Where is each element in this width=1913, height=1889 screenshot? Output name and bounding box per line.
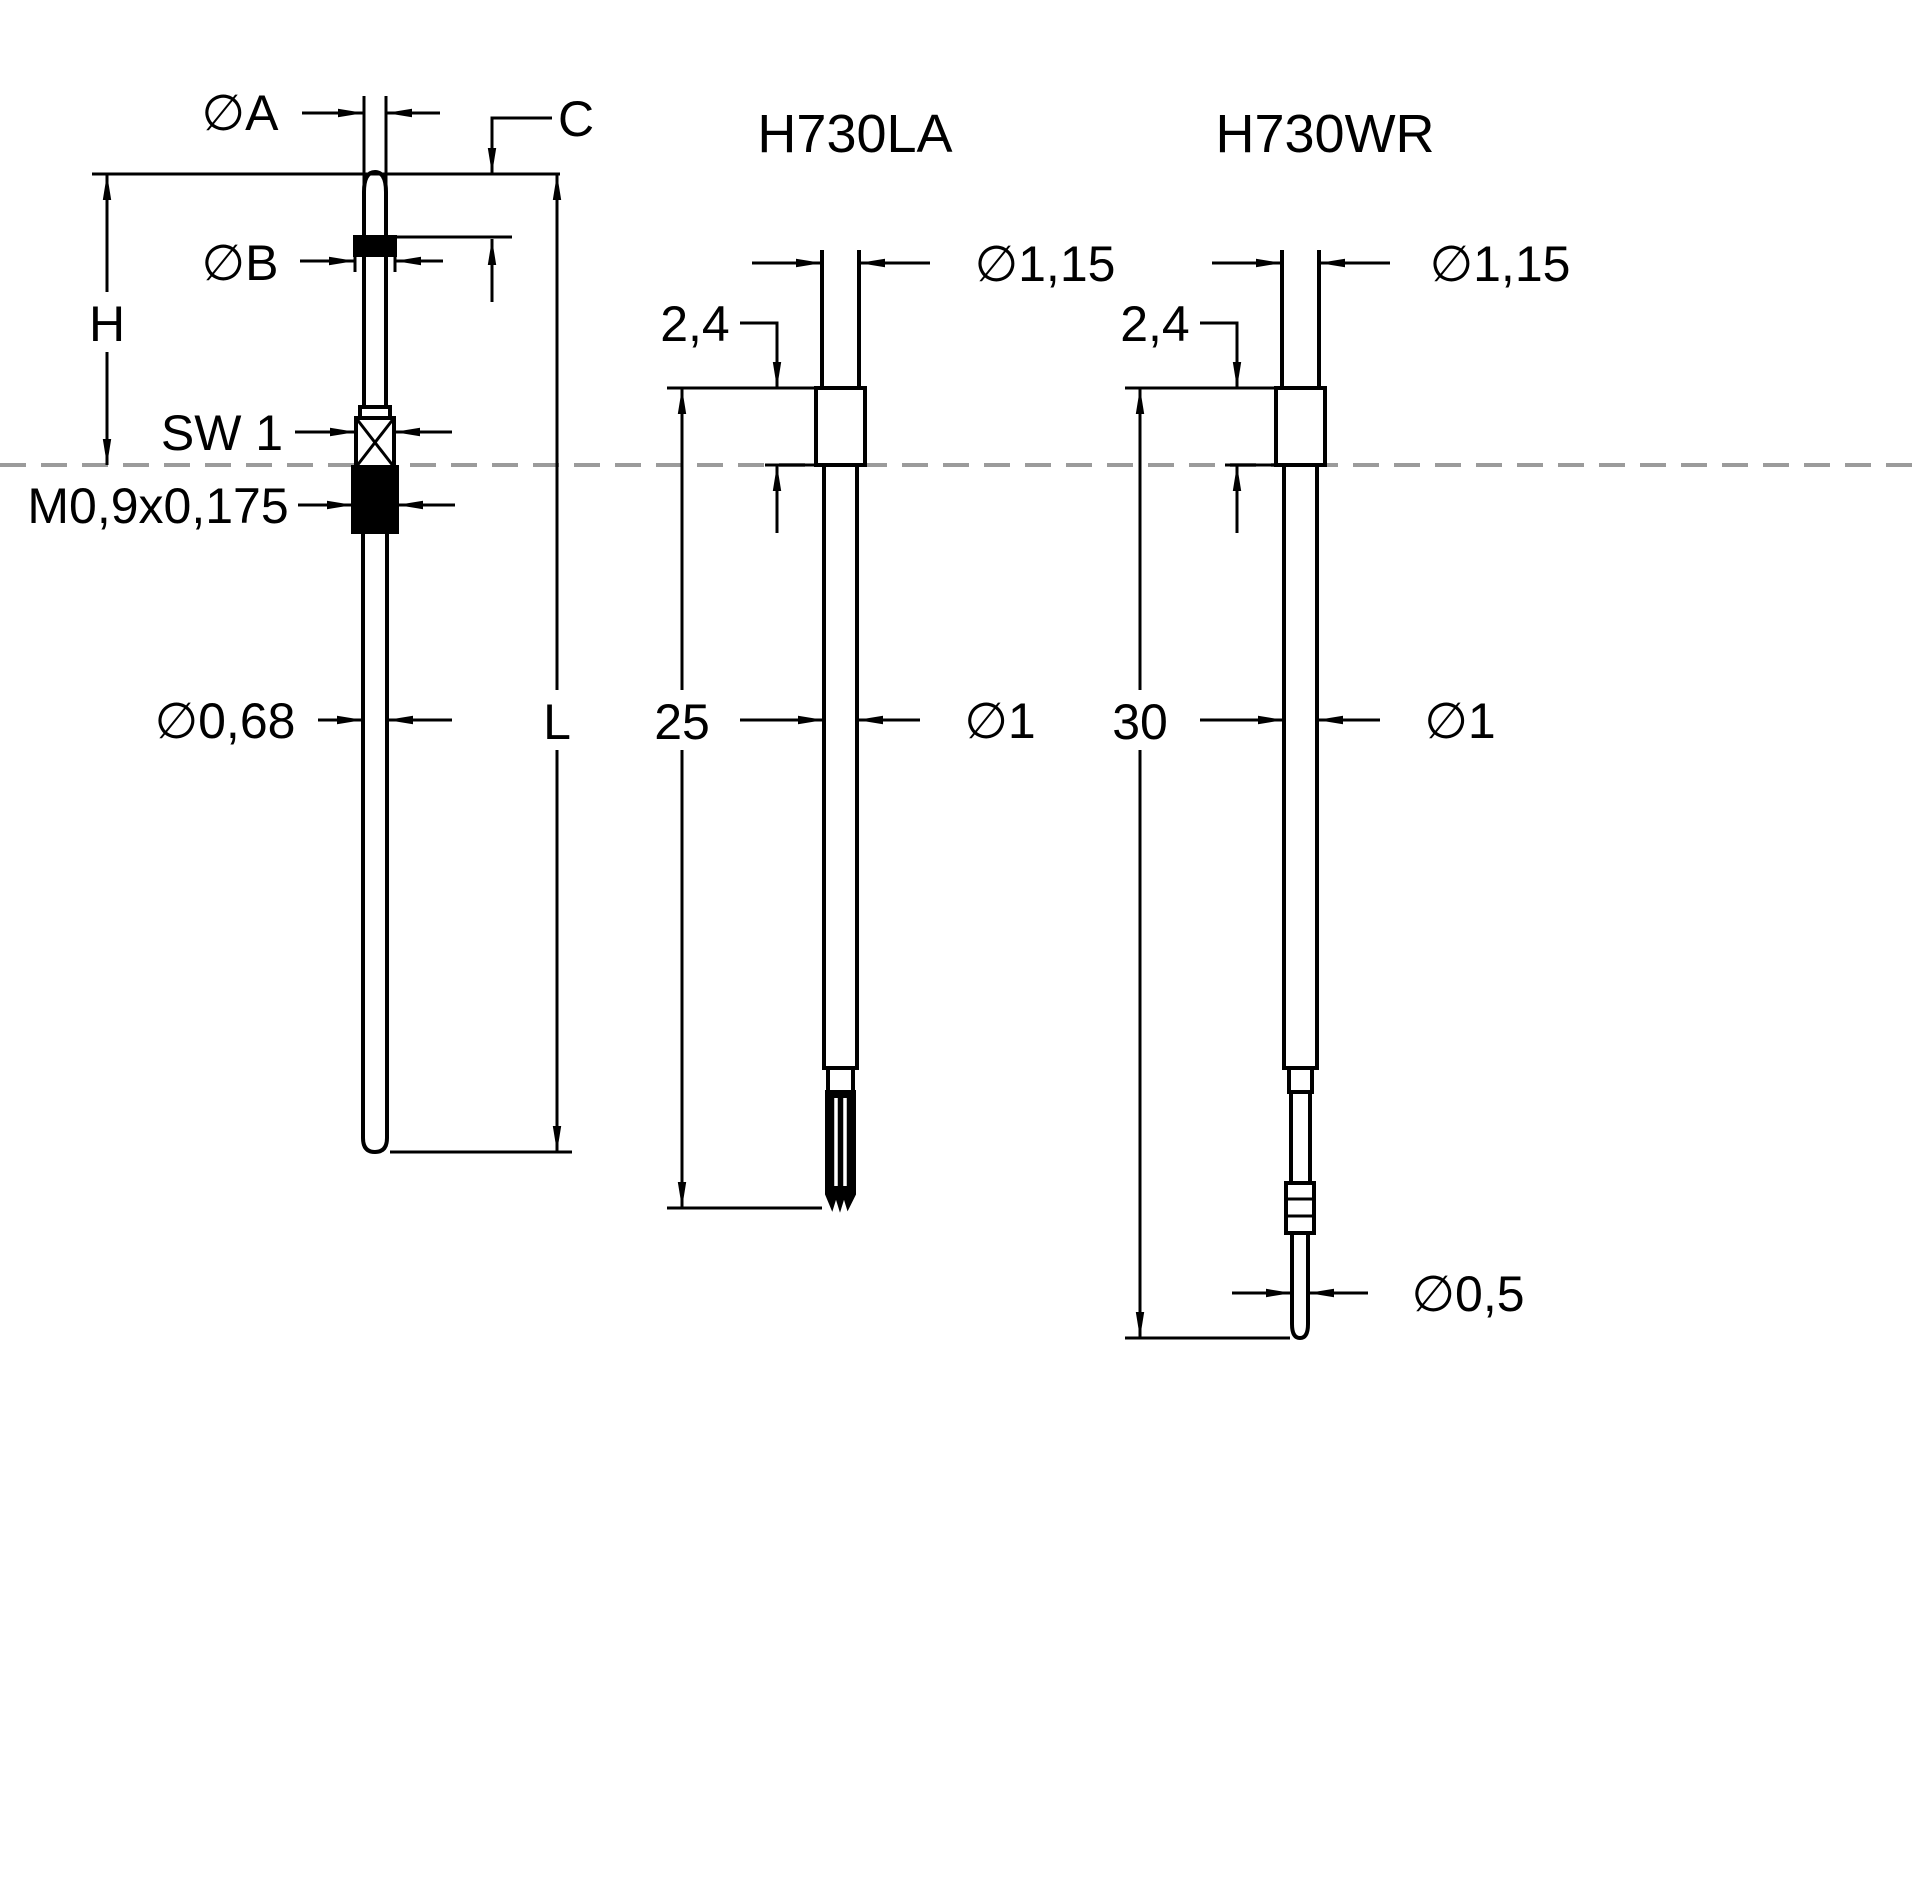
crown-tip: [825, 1090, 856, 1213]
probe-tip: [362, 169, 388, 242]
step-section: [1287, 1066, 1314, 1094]
label-la-sleeve-len: 2,4: [660, 296, 730, 352]
label-dia-b: ∅B: [202, 235, 279, 291]
h730wr-body: [1274, 250, 1327, 1341]
label-c: C: [558, 91, 594, 147]
sleeve-tube: [1280, 250, 1321, 388]
h730wr-title: H730WR: [1215, 104, 1434, 164]
thread-section: [351, 465, 399, 534]
h730la-probe: H730LA ∅1,15 2,4 25 ∅1: [644, 104, 1116, 1213]
hex-cross-line: [354, 417, 396, 468]
label-thread: M0,9x0,175: [27, 478, 288, 534]
barrel: [1282, 463, 1319, 1070]
upper-barrel: [362, 253, 388, 409]
h730wr-dimensions: [1102, 258, 1390, 1340]
label-bg-h: [82, 292, 132, 352]
barrel: [822, 463, 859, 1070]
label-bg-30: [1102, 690, 1178, 750]
label-wr-sleeve-len: 2,4: [1120, 296, 1190, 352]
h730la-body: [814, 250, 867, 1213]
label-shaft-dia: ∅0,68: [155, 693, 296, 749]
generic-probe-body: [351, 169, 399, 1155]
h730wr-probe: H730WR ∅1,15 2,4 30 ∅1 ∅0,5: [1102, 104, 1571, 1341]
generic-probe-dimensions: [82, 96, 583, 1154]
label-dia-a: ∅A: [202, 85, 280, 141]
tip-neck: [826, 1066, 855, 1094]
plunger-shaft: [1289, 1090, 1312, 1185]
press-ring: [814, 386, 867, 467]
label-la-total-len: 25: [654, 694, 710, 750]
label-bg-25: [644, 690, 720, 750]
label-l: L: [543, 694, 571, 750]
dim-leader-24: [740, 321, 782, 388]
label-wr-total-len: 30: [1112, 694, 1168, 750]
label-wr-tip-dia: ∅0,5: [1411, 1266, 1524, 1322]
label-h: H: [89, 296, 125, 352]
press-ring: [1274, 386, 1327, 467]
label-la-sleeve-dia: ∅1,15: [975, 236, 1116, 292]
h730la-dimensions: [644, 258, 930, 1210]
h730la-title: H730LA: [757, 104, 952, 164]
dim-leader-24: [1200, 321, 1242, 388]
sleeve-tube: [820, 250, 861, 388]
label-bg-l: [531, 690, 583, 750]
dim-leader-c: [487, 116, 552, 174]
lower-shaft: [361, 530, 389, 1155]
tip-collar: [1284, 1181, 1316, 1235]
tip-collar: [353, 235, 397, 257]
label-wr-body-dia: ∅1: [1424, 693, 1495, 749]
label-la-body-dia: ∅1: [964, 693, 1035, 749]
label-sw: SW 1: [161, 405, 283, 461]
label-wr-sleeve-dia: ∅1,15: [1430, 236, 1571, 292]
wire-wrap-tip: [1290, 1231, 1310, 1341]
generic-probe: ∅A C ∅B H SW 1 M0,9x0,175 ∅0,68 L: [27, 85, 594, 1155]
